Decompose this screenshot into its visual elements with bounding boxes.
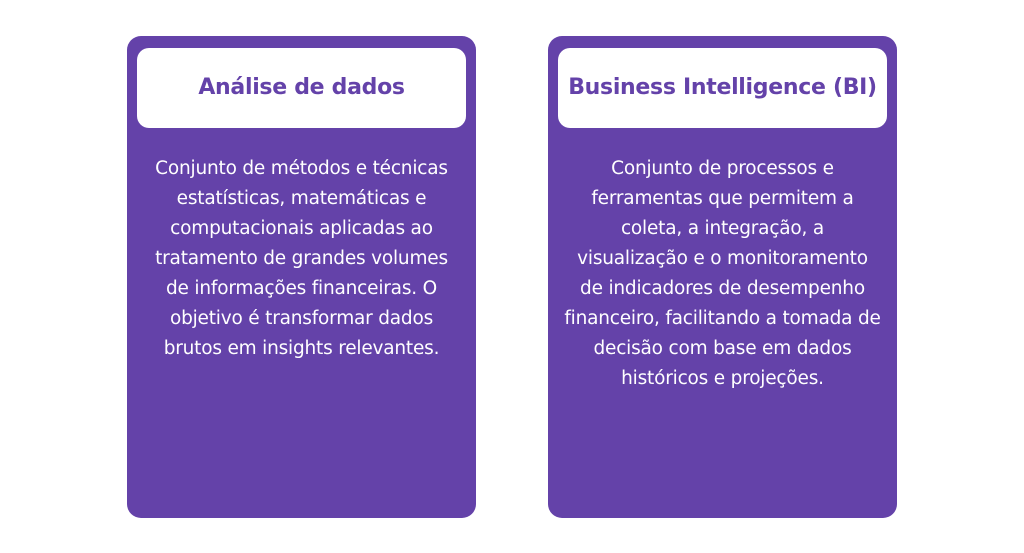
card-description: Conjunto de processos e ferramentas que … [564, 158, 881, 389]
card-title-box: Análise de dados [137, 48, 466, 128]
card-analise-de-dados: Análise de dados Conjunto de métodos e t… [127, 36, 476, 518]
card-description: Conjunto de métodos e técnicas estatísti… [155, 158, 448, 359]
card-title: Análise de dados [198, 75, 405, 100]
card-business-intelligence: Business Intelligence (BI) Conjunto de p… [548, 36, 897, 518]
card-title: Business Intelligence (BI) [568, 75, 877, 100]
card-title-box: Business Intelligence (BI) [558, 48, 887, 128]
